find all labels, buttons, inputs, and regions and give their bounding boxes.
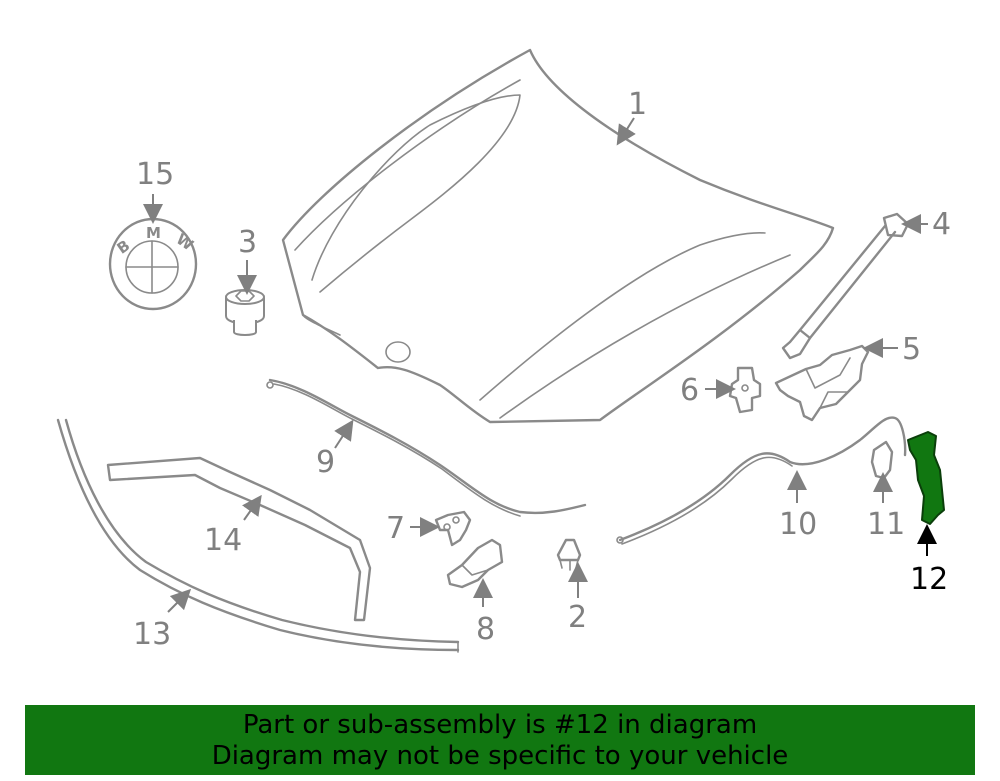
gas-strut	[781, 212, 910, 360]
release-cable	[616, 416, 907, 545]
callout-13: 13	[133, 588, 192, 652]
parts-diagram: B M W	[56, 48, 951, 653]
release-handle	[870, 440, 894, 480]
callout-11: 11	[867, 472, 905, 542]
info-banner: Part or sub-assembly is #12 in diagram D…	[25, 705, 975, 775]
callout-label-13: 13	[133, 617, 171, 652]
callout-label-1: 1	[628, 87, 647, 122]
callout-label-5: 5	[902, 332, 921, 367]
bmw-emblem: B M W	[108, 217, 198, 311]
callout-3: 3	[237, 225, 257, 295]
callout-12: 12	[910, 524, 948, 597]
bump-stop	[225, 289, 265, 336]
push-clip	[556, 538, 582, 571]
callout-label-15: 15	[136, 157, 174, 192]
callout-label-12: 12	[910, 562, 948, 597]
callout-2: 2	[568, 562, 588, 635]
callout-9: 9	[316, 419, 354, 480]
banner-line-1: Part or sub-assembly is #12 in diagram	[242, 710, 758, 740]
hood-seal	[266, 378, 587, 517]
callout-label-8: 8	[476, 612, 495, 647]
latch-bracket	[728, 366, 762, 414]
callout-label-10: 10	[779, 507, 817, 542]
logo-letter-m: M	[146, 224, 161, 242]
callout-label-7: 7	[386, 511, 405, 546]
hood-panel	[281, 48, 835, 424]
callout-label-3: 3	[238, 225, 257, 260]
callout-4: 4	[901, 207, 951, 242]
banner-line-2: Diagram may not be specific to your vehi…	[211, 741, 789, 771]
hood-latch-lower	[434, 510, 472, 547]
highlighted-part-12	[907, 431, 945, 525]
callout-label-14: 14	[204, 523, 242, 558]
callout-8: 8	[473, 578, 495, 647]
callout-6: 6	[680, 373, 736, 408]
callout-1: 1	[616, 87, 647, 146]
callout-7: 7	[386, 511, 440, 546]
callout-label-11: 11	[867, 507, 905, 542]
callout-10: 10	[779, 470, 817, 542]
callout-5: 5	[863, 332, 921, 367]
callout-label-9: 9	[316, 445, 335, 480]
hood-hinge	[774, 344, 870, 422]
callout-label-2: 2	[568, 600, 587, 635]
hood-latch	[446, 538, 504, 589]
callout-14: 14	[204, 494, 262, 558]
seal-strip	[106, 456, 372, 622]
callout-label-6: 6	[680, 373, 699, 408]
callout-15: 15	[136, 157, 174, 224]
long-seal	[56, 418, 460, 653]
callout-label-4: 4	[932, 207, 951, 242]
